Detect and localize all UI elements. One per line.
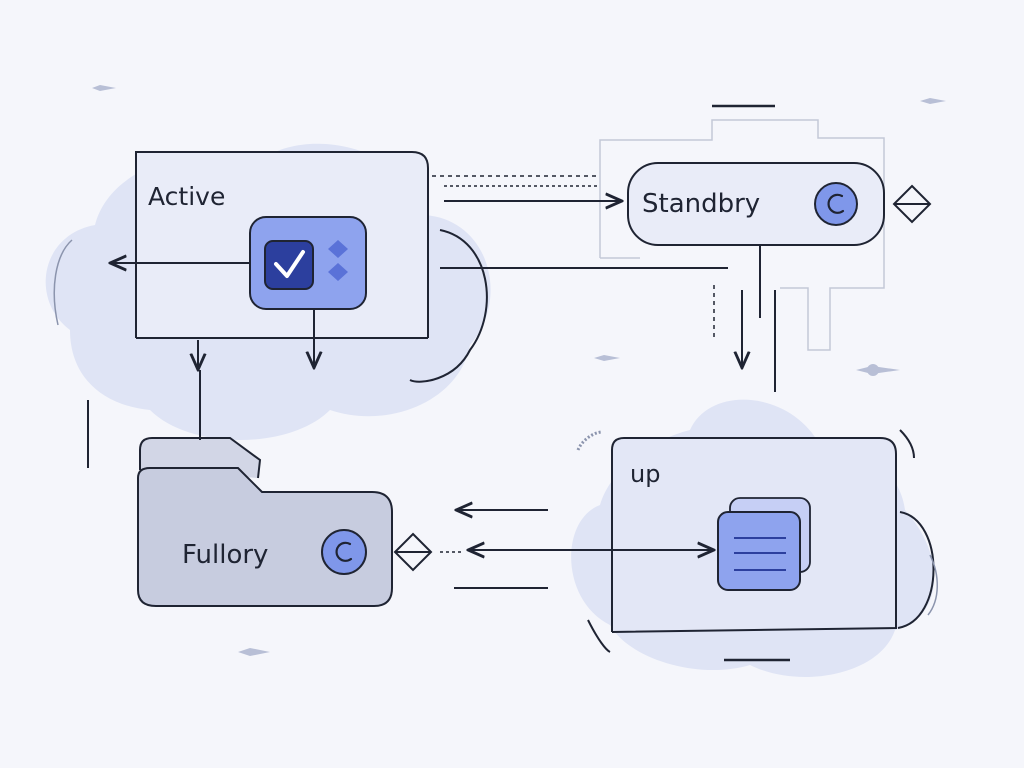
- sync-icon[interactable]: [321, 529, 367, 575]
- fullory-folder: [137, 467, 393, 607]
- checkmark-icon[interactable]: [264, 240, 314, 290]
- active-node[interactable]: Active: [45, 143, 491, 440]
- sync-icon[interactable]: [814, 182, 858, 226]
- diamond-icon[interactable]: [892, 184, 932, 224]
- up-node[interactable]: up: [571, 399, 938, 678]
- up-label: up: [630, 460, 660, 488]
- sparkle-decoration: [594, 355, 620, 361]
- standby-node[interactable]: Standbry: [599, 104, 932, 351]
- background-sparkles: [92, 85, 946, 656]
- standby-label: Standbry: [642, 189, 760, 219]
- sparkle-decoration: [920, 98, 946, 104]
- diamond-stack-icon[interactable]: [328, 240, 348, 281]
- standby-scaffolding: [599, 119, 885, 351]
- sparkle-decoration: [238, 648, 270, 656]
- up-cloud-outline: [897, 511, 935, 629]
- up-cloud-outline: [587, 619, 611, 653]
- sparkle-decoration: [867, 364, 879, 376]
- up-cloud-outline: [899, 429, 915, 459]
- fullory-label: Fullory: [182, 540, 268, 570]
- connectors: [87, 175, 776, 589]
- fullory-node[interactable]: Fullory: [137, 437, 433, 607]
- standby-panel: [627, 162, 885, 246]
- up-cloud-outline: [927, 554, 938, 616]
- diamond-icon[interactable]: [393, 532, 433, 572]
- sparkle-decoration: [92, 85, 116, 91]
- stacked-cards-icon[interactable]: [717, 497, 811, 591]
- squiggle-decoration: [576, 430, 603, 451]
- active-label: Active: [148, 182, 225, 211]
- active-cloud-outline: [53, 239, 73, 326]
- active-cloud-outline: [409, 229, 488, 383]
